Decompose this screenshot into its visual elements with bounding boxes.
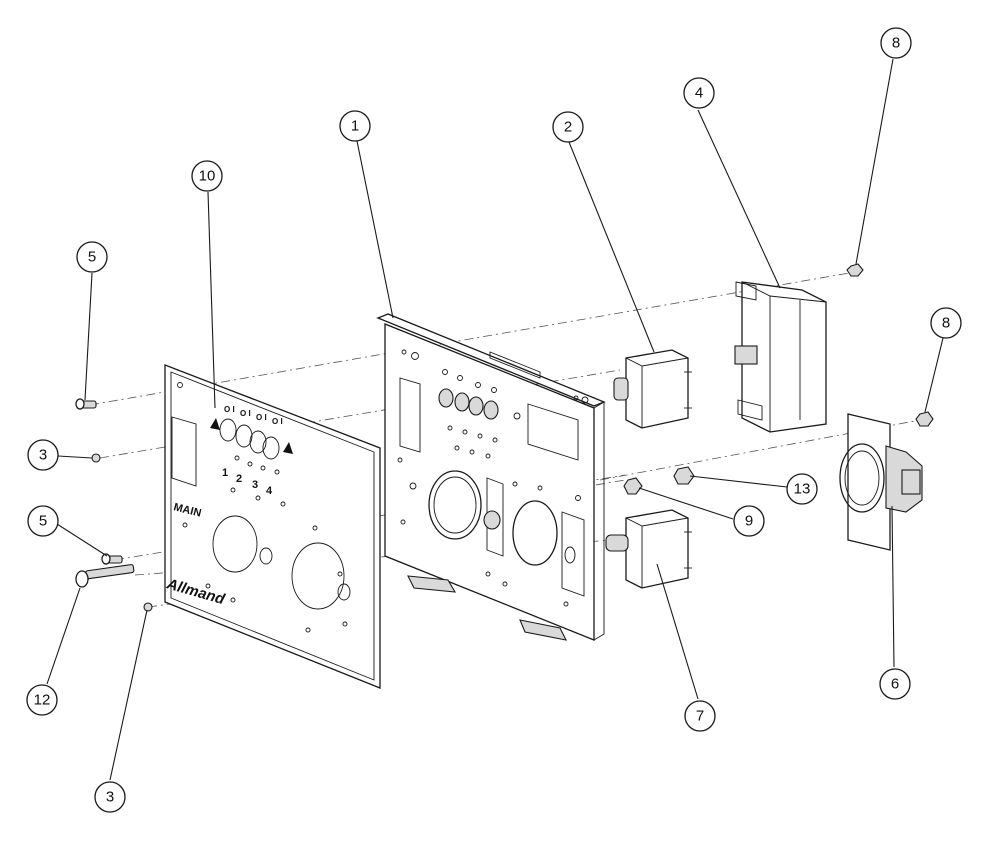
callout-bubble-3-upper: 3 (27, 439, 59, 471)
control-panel-part-1 (376, 313, 606, 641)
callout-label: 6 (891, 676, 899, 693)
screw-part-5-lower (101, 553, 123, 565)
nut-part-8-upper (846, 263, 864, 277)
breaker-part-7 (605, 509, 692, 589)
callout-bubble-10: 10 (191, 160, 223, 192)
callout-bubble-6: 6 (879, 668, 911, 700)
bolt-part-12 (75, 564, 135, 588)
callout-bubble-5-upper: 5 (76, 241, 108, 273)
callout-label: 8 (942, 315, 950, 332)
callout-label: 5 (39, 513, 47, 530)
callout-bubble-1: 1 (339, 110, 371, 142)
decal-switch-mark-3: O I (256, 413, 267, 422)
callout-label: 3 (106, 789, 114, 806)
warning-triangle-icon (283, 442, 293, 454)
warning-triangle-icon (210, 418, 220, 430)
callout-bubble-5-lower: 5 (27, 505, 59, 537)
screw-part-3-lower (143, 602, 153, 612)
callout-bubble-4: 4 (683, 77, 715, 109)
callout-label: 9 (745, 513, 753, 530)
callout-label: 4 (695, 85, 703, 102)
leader-lines (46, 58, 944, 781)
decal-switch-mark-4: O I (272, 417, 283, 426)
decal-number-4: 4 (266, 485, 273, 497)
callout-bubble-13: 13 (786, 473, 818, 505)
callout-bubble-3-lower: 3 (94, 781, 126, 813)
breaker-part-2 (613, 349, 692, 429)
nut-part-9 (623, 477, 643, 495)
callout-label: 3 (39, 447, 47, 464)
nut-part-8-lower (915, 411, 934, 427)
callout-bubble-9: 9 (733, 505, 765, 537)
screw-part-5-upper (75, 398, 97, 410)
decal-number-2: 2 (236, 473, 242, 485)
callout-bubble-8-upper: 8 (880, 27, 912, 59)
decal-switch-mark-2: O I (240, 409, 251, 418)
nut-part-13 (673, 466, 695, 485)
callout-bubble-8-lower: 8 (930, 307, 962, 339)
screw-part-3-upper (91, 453, 101, 463)
callout-label: 5 (88, 249, 96, 266)
main-breaker-part-4 (734, 281, 827, 433)
receptacle-part-6 (839, 413, 923, 551)
callout-bubble-2: 2 (552, 111, 584, 143)
callout-label: 2 (564, 119, 572, 136)
callout-bubble-12: 12 (26, 684, 58, 716)
decal-plate-part-10: MAIN Allmand 1 2 3 4 O I O I O I O I (164, 364, 381, 689)
callout-bubble-7: 7 (684, 700, 716, 732)
callout-label: 12 (34, 692, 51, 709)
callout-label: 10 (199, 168, 216, 185)
callout-label: 7 (696, 708, 704, 725)
decal-number-1: 1 (222, 467, 228, 479)
decal-number-3: 3 (252, 479, 258, 491)
hardware (75, 263, 934, 612)
callout-label: 8 (892, 35, 900, 52)
callout-label: 1 (351, 118, 359, 135)
decal-switch-mark-1: O I (224, 405, 235, 414)
callout-label: 13 (794, 481, 811, 498)
